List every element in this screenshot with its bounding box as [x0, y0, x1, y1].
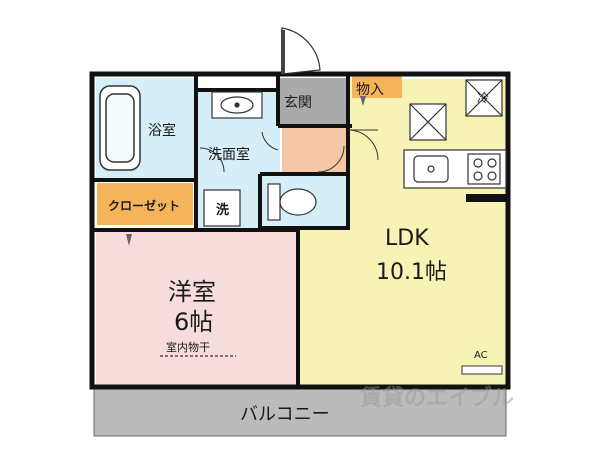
kitchen-counter [403, 149, 507, 189]
ac-unit [461, 365, 503, 375]
washer-space [203, 189, 241, 227]
bathtub [99, 85, 141, 171]
ldk-label: LDK [385, 226, 429, 251]
fridge-space [465, 79, 503, 117]
washbasin [211, 91, 263, 119]
closet-label: クローゼット [108, 199, 181, 213]
western-room-label: 洋室 [168, 278, 216, 306]
fridge-label: 冷 [477, 91, 490, 105]
balcony-area [93, 385, 507, 437]
balcony-label: バルコニー [240, 404, 330, 425]
range-hood [409, 103, 447, 141]
toilet [267, 183, 317, 221]
closet-floor [97, 183, 193, 225]
outer-wall [89, 71, 511, 390]
front-door [281, 27, 321, 75]
ldk-size-label: 10.1帖 [376, 260, 447, 285]
washer-label: 洗 [216, 203, 230, 218]
corridor-floor [282, 128, 348, 172]
ac-label: AC [474, 350, 488, 361]
sliding-door-markers [126, 96, 366, 246]
storage-floor [352, 76, 402, 98]
counter-wall [466, 194, 506, 202]
washroom-label: 洗面室 [208, 147, 250, 163]
bath-label: 浴室 [148, 123, 176, 139]
entrance-floor [280, 78, 350, 124]
western-room-floor [96, 230, 300, 385]
watermark-text: 賃貸のエイブル [360, 386, 515, 411]
storage-label: 物入 [356, 82, 384, 98]
entrance-label: 玄関 [284, 95, 312, 111]
western-room-size-label: 6帖 [174, 308, 214, 336]
interior-doors [199, 129, 379, 173]
indoor-drying-label: 室内物干 [166, 341, 210, 354]
interior-walls [94, 76, 352, 386]
